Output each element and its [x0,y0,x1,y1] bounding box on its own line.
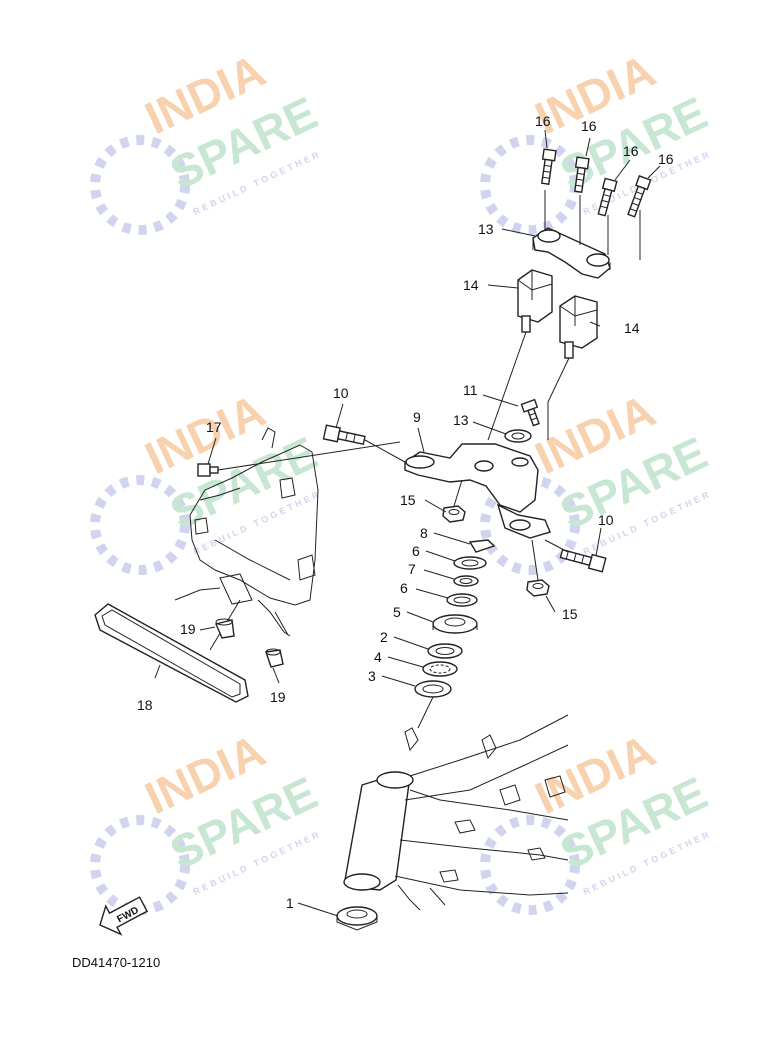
watermark-bottom-left: INDIA SPARE REBUILD TOGETHER [90,724,325,915]
part-headlight-stay [174,427,319,651]
part-4-bearing [422,661,458,677]
callout-17: 17 [206,419,222,435]
part-15-nut-right [526,579,550,597]
callout-16a: 16 [535,113,551,129]
callout-6b: 6 [400,580,408,596]
callout-18: 18 [137,697,153,713]
part-15-nut-left [442,505,466,523]
callout-15b: 15 [562,606,578,622]
callout-14a: 14 [463,277,479,293]
part-7-washer [453,575,479,587]
callout-labels: 16 16 16 16 13 14 14 11 13 10 9 17 15 10… [137,113,674,911]
part-18-trim [94,603,249,703]
callout-11: 11 [463,382,478,398]
part-5-dust-cover [432,614,478,634]
part-10-bolt-left [322,424,366,446]
part-6-ring-nut-upper [453,556,487,570]
callout-19a: 19 [180,621,196,637]
watermark-wrench-icon [90,475,190,575]
fwd-arrow-icon: FWD [99,896,149,936]
frame [343,714,569,911]
part-2-race [427,643,463,659]
watermark-wrench-icon [90,135,190,235]
callout-1: 1 [286,895,294,911]
part-8-lock-washer [468,539,496,553]
callout-14b: 14 [624,320,640,336]
part-10-bolt-right [559,548,607,573]
callout-12: 13 [453,412,469,428]
part-14-holder-right [559,295,598,359]
part-12-washer [504,429,532,443]
callout-6a: 6 [412,543,420,559]
watermark-mid-left: INDIA SPARE REBUILD TOGETHER [90,384,325,575]
part-13-upper-holder [532,227,611,279]
callout-9: 9 [413,409,421,425]
part-11-bolt [520,398,540,427]
callout-16b: 16 [581,118,597,134]
leader-lines [154,129,661,917]
callout-5: 5 [393,604,401,620]
callout-19b: 19 [270,689,286,705]
watermark-wrench-icon [480,815,580,915]
callout-16d: 16 [658,151,674,167]
part-17-bolt [197,463,219,477]
callout-7: 7 [408,561,416,577]
part-19-grommet-right [265,648,284,668]
diagram-code: DD41470-1210 [72,955,160,970]
callout-16c: 16 [623,143,639,159]
part-3-race [414,680,452,698]
part-1-lower-bearing [336,906,378,931]
callout-2: 2 [380,629,388,645]
watermark-bottom-right: INDIA SPARE REBUILD TOGETHER [480,724,715,915]
callout-10b: 10 [598,512,614,528]
callout-8: 8 [420,525,428,541]
callout-15a: 15 [400,492,416,508]
callout-4: 4 [374,649,382,665]
callout-10a: 10 [333,385,349,401]
part-19-grommet-left [215,618,235,639]
callout-13: 13 [478,221,494,237]
watermark-top-left: INDIA SPARE REBUILD TOGETHER [90,44,325,235]
watermark-top-right: INDIA SPARE REBUILD TOGETHER [480,44,715,235]
part-6-ring-nut-lower [446,593,478,607]
part-9-upper-bracket [404,443,551,539]
callout-3: 3 [368,668,376,684]
part-14-holder-left [517,269,553,333]
part-16-bolts [541,148,652,218]
